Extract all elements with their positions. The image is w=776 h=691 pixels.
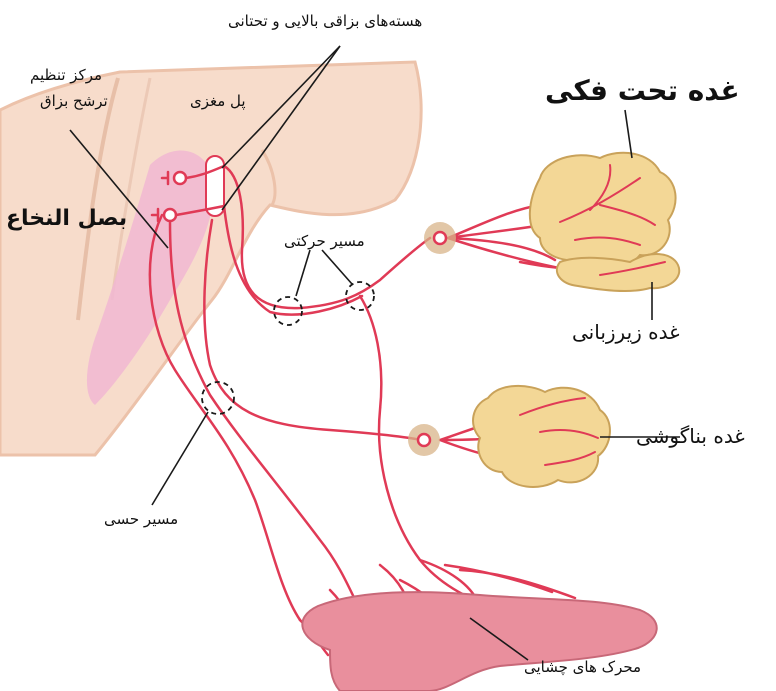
leader-sensory <box>152 412 208 505</box>
parotid-ganglion-core <box>418 434 430 446</box>
leader-motor-2 <box>322 250 352 284</box>
medulla-label: بصل النخاع <box>6 206 127 231</box>
submandibular-label: غده تحت فکی <box>545 74 740 107</box>
neuron-upper <box>174 172 186 184</box>
tongue <box>302 592 656 691</box>
neuron-lower <box>164 209 176 221</box>
nuclei-label: هسته‌های بزاقی بالایی و تحتانی <box>228 12 422 30</box>
center-label-line2: ترشح بزاق <box>40 92 108 110</box>
motor-path-label: مسیر حرکتی <box>284 232 365 250</box>
center-label-line1: مرکز تنظیم <box>30 66 102 84</box>
sublingual-label: غده زیرزبانی <box>572 320 680 344</box>
sensory-path-label: مسیر حسی <box>104 510 178 528</box>
parotid-gland <box>473 386 610 487</box>
parotid-label: غده بناگوشی <box>636 424 745 448</box>
submandibular-ganglion-core <box>434 232 446 244</box>
pons-label: پل مغزی <box>190 92 246 110</box>
taste-receptors-label: محرک های چشایی <box>524 658 641 676</box>
leader-motor <box>296 250 310 296</box>
leader-submandibular <box>625 110 632 158</box>
submandibular-gland <box>530 153 676 268</box>
motor-path-circle-1 <box>274 297 302 325</box>
